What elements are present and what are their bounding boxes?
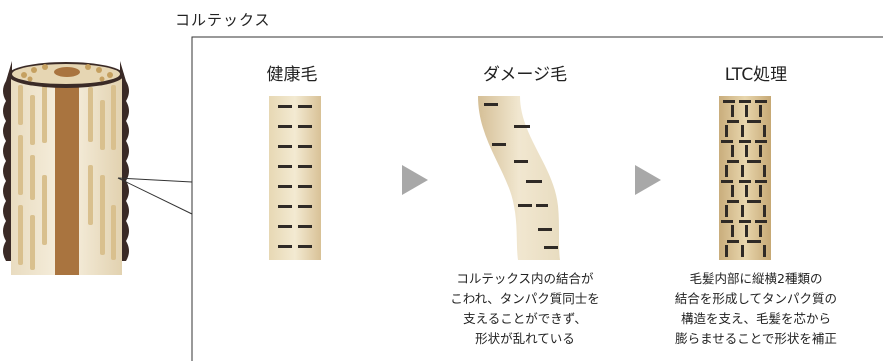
caption-line: 支えることができず、 bbox=[463, 311, 587, 326]
caption-line: コルテックス内の結合が bbox=[456, 271, 594, 286]
section-title: コルテックス bbox=[175, 11, 271, 29]
panel-title-ltc: LTC処理 bbox=[724, 65, 788, 85]
ltc-hair-illustration bbox=[719, 96, 771, 260]
panel-title-damaged: ダメージ毛 bbox=[482, 65, 568, 85]
panel-title-healthy: 健康毛 bbox=[266, 65, 318, 85]
caption-ltc: 毛髪内部に縦横2種類の 結合を形成してタンパク質の 構造を支え、毛髪を芯から 膨… bbox=[646, 269, 866, 349]
healthy-hair-illustration bbox=[269, 96, 321, 260]
caption-line: 形状が乱れている bbox=[475, 331, 575, 346]
chevron-right-icon bbox=[402, 165, 428, 195]
caption-line: こわれ、タンパク質同士を bbox=[450, 291, 600, 306]
damaged-hair-illustration bbox=[478, 96, 560, 260]
caption-line: 膨らませることで形状を補正 bbox=[675, 331, 837, 346]
chevron-right-icon bbox=[635, 165, 661, 195]
hair-strand-illustration bbox=[3, 61, 129, 275]
caption-line: 構造を支え、毛髪を芯から bbox=[680, 311, 831, 326]
caption-line: 結合を形成してタンパク質の bbox=[674, 291, 838, 306]
caption-damaged: コルテックス内の結合が こわれ、タンパク質同士を 支えることができず、 形状が乱… bbox=[415, 269, 635, 349]
caption-line: 毛髪内部に縦横2種類の bbox=[689, 271, 823, 286]
